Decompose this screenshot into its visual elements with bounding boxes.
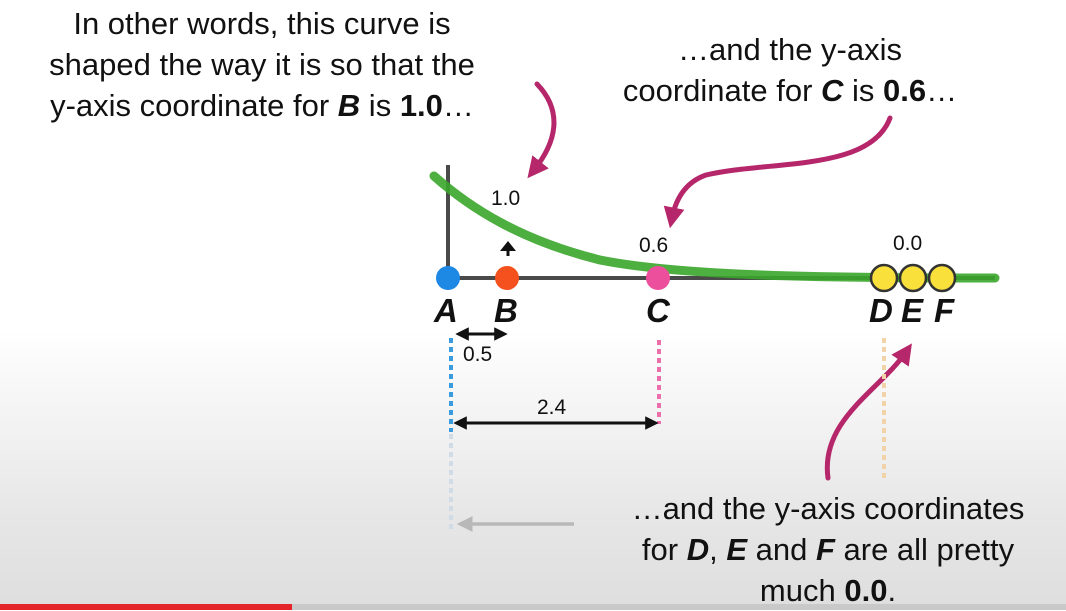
callout-def-line3: much 0.0.	[590, 570, 1066, 611]
callout-def-text: for	[641, 532, 687, 567]
callout-c-point-letter: C	[821, 73, 844, 108]
callout-c-line2: coordinate for C is 0.6…	[590, 70, 990, 111]
callout-def-letter-d: D	[686, 532, 710, 567]
callout-def-text-pre: much	[759, 573, 845, 608]
point-d-label: D	[869, 292, 893, 329]
arrow-to-point-b	[527, 81, 557, 179]
point-b	[495, 266, 519, 290]
point-e-label: E	[901, 292, 924, 329]
callout-b-text-mid: is	[360, 88, 400, 123]
up-arrow-icon	[500, 241, 516, 256]
point-a-label: A	[433, 292, 458, 329]
callout-b-value: 1.0	[399, 88, 443, 123]
callout-def-text-post: are all pretty	[834, 532, 1015, 567]
callout-c-text-mid: is	[843, 73, 884, 108]
value-label-b: 1.0	[491, 187, 520, 210]
callout-c-text: coordinate for	[622, 73, 822, 108]
kernel-curve	[429, 171, 1000, 283]
callout-points-def: …and the y-axis coordinates for D, E and…	[590, 488, 1066, 611]
callout-def-letter-f: F	[815, 532, 835, 567]
callout-c-ellipsis: …	[926, 73, 958, 108]
callout-def-letter-e: E	[726, 532, 747, 567]
callout-def-value: 0.0	[844, 573, 888, 608]
arrow-to-points-def	[824, 343, 912, 481]
callout-b-text: y-axis coordinate for	[50, 88, 338, 123]
arrow-to-point-c	[663, 115, 893, 229]
point-a	[436, 266, 460, 290]
callout-def-sep2: and	[747, 532, 816, 567]
callout-point-c: …and the y-axis coordinate for C is 0.6…	[590, 29, 990, 111]
callout-def-sep1: ,	[709, 532, 727, 567]
callout-b-line1: In other words, this curve is	[73, 6, 451, 41]
value-label-def: 0.0	[893, 232, 922, 255]
callout-c-line1: …and the y-axis	[678, 32, 902, 67]
point-d	[869, 263, 899, 293]
callout-b-line3: y-axis coordinate for B is 1.0…	[0, 85, 524, 126]
callout-point-b: In other words, this curve is shaped the…	[0, 3, 524, 126]
callout-b-line2: shaped the way it is so that the	[49, 47, 475, 82]
callout-c-value: 0.6	[883, 73, 927, 108]
distance-label-ac: 2.4	[537, 396, 567, 419]
point-b-label: B	[494, 292, 518, 329]
callout-def-line1: …and the y-axis coordinates	[631, 491, 1025, 526]
callout-b-ellipsis: …	[442, 88, 474, 123]
distance-label-ab: 0.5	[463, 343, 492, 366]
point-f	[927, 263, 957, 293]
video-progress-bar[interactable]	[0, 604, 1066, 610]
callout-def-line2: for D, E and F are all pretty	[590, 529, 1066, 570]
point-e	[898, 263, 928, 293]
point-f-label: F	[934, 292, 955, 329]
video-progress-fill	[0, 604, 293, 610]
point-c-label: C	[646, 292, 671, 329]
callout-b-point-letter: B	[337, 88, 361, 123]
callout-def-period: .	[887, 573, 897, 608]
value-label-c: 0.6	[639, 234, 668, 257]
point-c	[646, 266, 670, 290]
